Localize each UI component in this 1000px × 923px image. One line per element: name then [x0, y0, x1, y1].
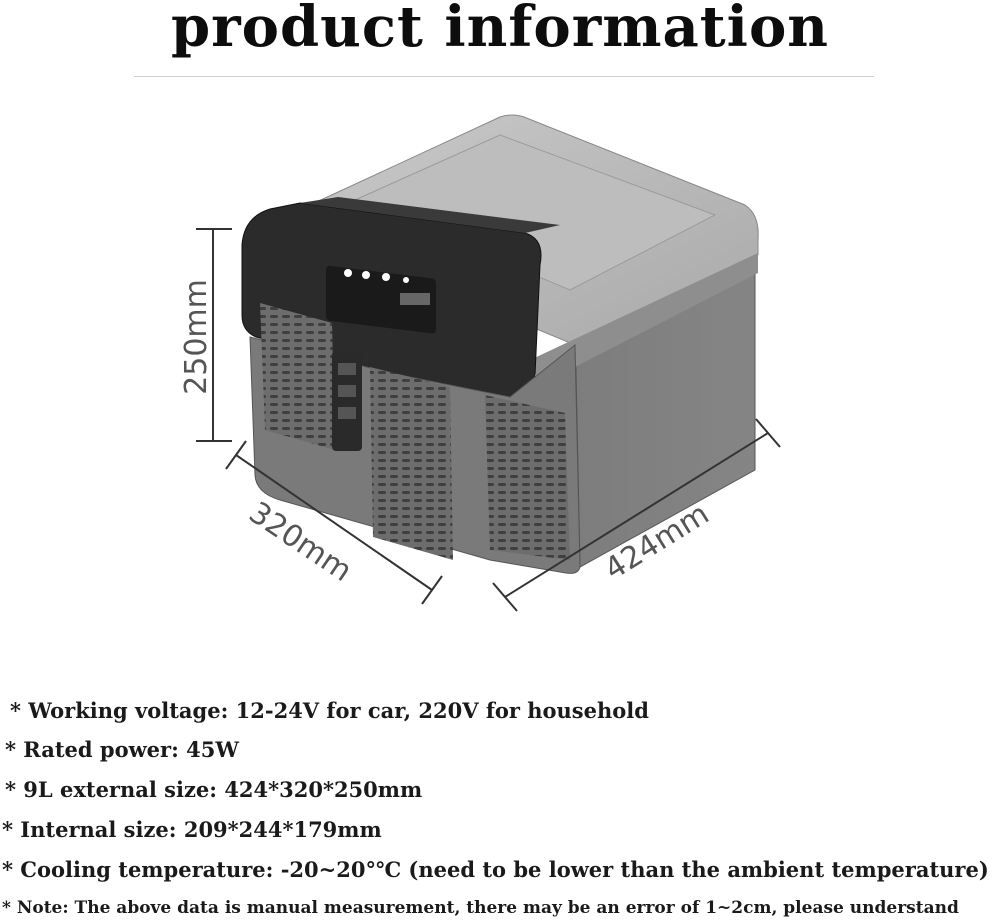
- spec-external-size: * 9L external size: 424*320*250mm: [5, 777, 422, 802]
- car-fridge-drawing: 250mm: [179, 114, 781, 612]
- bullet: *: [5, 737, 16, 762]
- note-text: Note: The above data is manual measureme…: [16, 898, 959, 918]
- bullet: *: [10, 698, 21, 723]
- spec-value: 209*244*179mm: [183, 817, 382, 842]
- spec-cooling-temperature: * Cooling temperature: -20~20°℃ (need to…: [2, 857, 989, 882]
- bullet: *: [5, 777, 16, 802]
- spec-label: Rated power:: [23, 737, 179, 762]
- page-title: product information: [170, 0, 830, 60]
- spec-internal-size: * Internal size: 209*244*179mm: [2, 817, 382, 842]
- height-dimension: 250mm: [179, 228, 232, 442]
- spec-label: Internal size:: [20, 817, 177, 842]
- bullet: *: [2, 857, 13, 882]
- product-illustration: 250mm: [160, 105, 820, 630]
- height-label: 250mm: [179, 279, 214, 395]
- spec-value: 424*320*250mm: [224, 777, 423, 802]
- spec-value: -20~20°℃ (need to be lower than the ambi…: [280, 857, 989, 882]
- title-divider: [134, 76, 874, 77]
- bullet: *: [2, 817, 13, 842]
- spec-label: Working voltage:: [28, 698, 229, 723]
- bullet: *: [2, 898, 11, 918]
- spec-label: 9L external size:: [23, 777, 217, 802]
- measurement-note: * Note: The above data is manual measure…: [2, 898, 959, 918]
- spec-rated-power: * Rated power: 45W: [5, 737, 239, 762]
- spec-working-voltage: * Working voltage: 12-24V for car, 220V …: [10, 698, 649, 723]
- spec-value: 12-24V for car, 220V for household: [235, 698, 649, 723]
- spec-label: Cooling temperature:: [20, 857, 274, 882]
- spec-value: 45W: [186, 737, 239, 762]
